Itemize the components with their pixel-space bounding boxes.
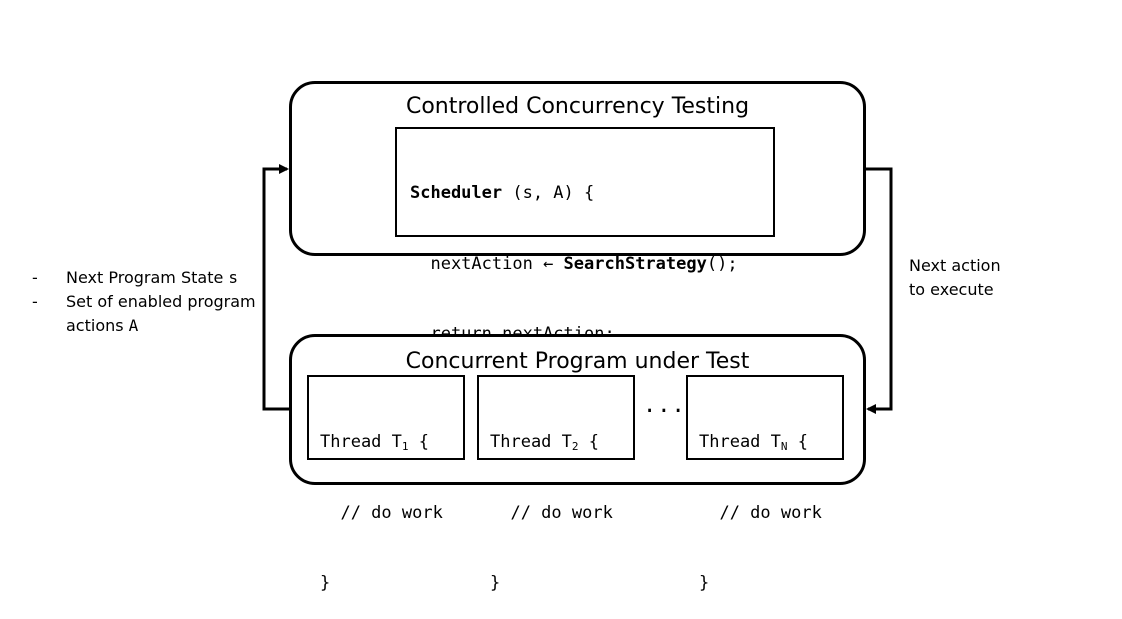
feedback-arrow-left: [262, 164, 307, 411]
ellipsis: ...: [643, 393, 686, 418]
thread-header: Thread T1 {: [320, 431, 463, 455]
actions-var: A: [128, 316, 139, 335]
program-state-label: - Next Program State s - Set of enabled …: [32, 266, 272, 338]
action-arrow-right: [866, 167, 893, 414]
state-var: s: [228, 268, 239, 287]
code-line-2: nextAction ← SearchStrategy();: [410, 253, 773, 277]
scheduler-keyword: Scheduler: [410, 183, 503, 203]
box-title: Concurrent Program under Test: [405, 349, 750, 374]
open-brace: {: [578, 432, 599, 452]
label-item-2-cont: actions A: [32, 314, 272, 338]
call-parens: ();: [706, 253, 738, 274]
thread-header: Thread TN {: [699, 431, 842, 455]
scheduler-code-block: Scheduler (s, A) { nextAction ← SearchSt…: [395, 127, 775, 415]
left-arrow-icon: ←: [543, 253, 554, 274]
next-action-line1: Next action: [909, 256, 1001, 275]
state-text: Next Program State: [66, 268, 229, 287]
thread-label: Thread T: [320, 432, 402, 452]
search-strategy-call: SearchStrategy: [553, 253, 707, 274]
connector-arrows: [262, 164, 893, 414]
open-brace: {: [787, 432, 808, 452]
thread-body: // do work: [490, 502, 613, 523]
actions-text-line1: Set of enabled program: [66, 292, 256, 311]
thread-header: Thread T2 {: [490, 431, 633, 455]
controlled-concurrency-testing-box: Controlled Concurrency Testing Scheduler…: [289, 81, 866, 415]
next-action-var: nextAction: [410, 253, 544, 274]
bullet-dash: -: [32, 268, 38, 287]
thread-subscript: 1: [401, 440, 409, 453]
label-item-text: Next Program State s: [66, 266, 238, 290]
next-action-label: Next action to execute: [909, 254, 1099, 302]
bullet-dash: -: [32, 292, 38, 311]
thread-body: // do work: [320, 502, 443, 523]
thread-subscript: 2: [571, 440, 579, 453]
label-item-2: - Set of enabled program: [32, 290, 272, 314]
thread-subscript: N: [780, 440, 788, 453]
label-item-text: actions A: [66, 314, 138, 338]
thread-box: Thread T2 { // do work }: [477, 375, 635, 593]
label-item-1: - Next Program State s: [32, 266, 272, 290]
scheduler-params: (s, A) {: [502, 183, 595, 203]
open-brace: {: [408, 432, 429, 452]
thread-box: Thread TN { // do work }: [686, 375, 844, 593]
box-title: Controlled Concurrency Testing: [405, 94, 750, 119]
thread-close: }: [699, 573, 710, 593]
next-action-line2: to execute: [909, 280, 994, 299]
thread-close: }: [320, 573, 331, 593]
thread-label: Thread T: [490, 432, 572, 452]
actions-text-line2: actions: [66, 316, 129, 335]
thread-close: }: [490, 573, 501, 593]
thread-label: Thread T: [699, 432, 781, 452]
code-line-1: Scheduler (s, A) {: [410, 182, 773, 206]
thread-box: Thread T1 { // do work }: [307, 375, 465, 593]
thread-body: // do work: [699, 502, 822, 523]
